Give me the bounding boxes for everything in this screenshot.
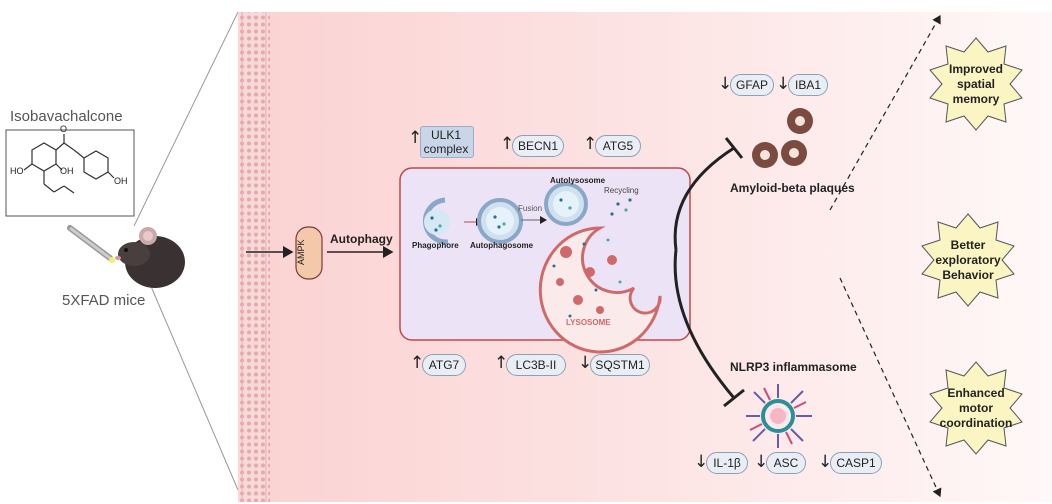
down-arrow-icon: ↓ [718,74,733,94]
zoom-line-bottom [149,283,239,491]
outcome-1-line2: spatial [956,77,995,91]
ampk-label: AMPK [296,239,306,265]
syringe-icon [67,225,115,263]
autophagosome-label: Autophagosome [470,241,534,250]
compound-structure-icon [23,134,115,194]
sqstm1-pill: SQSTM1 [590,354,650,376]
outcome-3-line2: motor [959,401,993,415]
outcome-2-line3: Behavior [942,268,994,282]
dashed-arrow-bottom [839,277,942,498]
iba1-pill: IBA1 [788,74,828,96]
outcome-star-1 [929,37,1023,131]
amyloid-plaque-icon [752,108,813,168]
up-arrow-icon: ↑ [500,134,515,154]
autophagy-label: Autophagy [330,232,393,246]
outcome-2-text: Better exploratory Behavior [924,238,1012,283]
dashed-arrow-top [829,14,941,211]
recycling-label: Recycling [604,186,639,195]
compound-o: O [60,124,68,134]
outcome-1-line3: memory [952,92,1000,106]
ulk1-label: ULK1 [430,128,462,142]
fusion-label: Fusion [518,204,543,213]
up-arrow-icon: ↑ [410,353,425,373]
casp1-pill: CASP1 [830,452,882,474]
mouse-label: 5XFAD mice [62,292,146,309]
phagophore-icon [423,197,450,245]
up-arrow-icon: ↑ [494,353,509,373]
outcome-2-line1: Better [950,238,986,252]
down-arrow-icon: ↓ [754,452,769,472]
mouse-icon [115,227,185,288]
autophagosome-icon [477,198,523,244]
phagophore-label: Phagophore [412,241,459,250]
il1b-pill: IL-1β [706,452,748,474]
inflammasome-label: NLRP3 inflammasome [730,360,857,374]
outcome-star-2 [921,213,1015,307]
outcome-3-line1: Enhanced [947,386,1005,400]
becn1-pill: BECN1 [512,135,564,157]
gfap-pill: GFAP [730,74,774,96]
inflammasome-icon [746,384,812,448]
up-arrow-icon: ↑ [408,128,423,148]
recycling-dots-icon [610,198,632,216]
outcome-star-3 [929,361,1023,455]
ulk1-label-line2: complex [423,142,469,156]
lysosome-icon [538,182,662,354]
lysosome-label: LYSOSOME [566,318,611,327]
plaques-label: Amyloid-beta plaques [730,181,855,195]
ulk1-complex-box [420,126,474,158]
outcome-3-text: Enhanced motor coordination [930,386,1022,431]
lc3b-pill: LC3B-II [506,354,566,376]
compound-ho-left: HO [10,166,24,176]
outcome-1-line1: Improved [948,62,1003,76]
asc-pill: ASC [766,452,806,474]
down-arrow-icon: ↓ [776,74,791,94]
ampk-pill [295,226,323,280]
inhibition-arc-top [673,146,735,251]
outcome-2-line2: exploratory [935,253,1001,267]
atg5-pill: ATG5 [595,135,641,157]
down-arrow-icon: ↓ [818,452,833,472]
autolysosome-label: Autolysosome [550,176,606,185]
compound-oh-right: OH [114,176,128,186]
outcome-1-text: Improved spatial memory [936,62,1016,107]
outcome-3-line3: coordination [939,416,1013,430]
inhibition-arc-bottom [673,249,736,399]
down-arrow-icon: ↓ [578,353,593,373]
compound-oh-mid: OH [60,166,74,176]
compound-structure-box [5,129,135,217]
zoom-line-top [133,11,239,227]
down-arrow-icon: ↓ [694,452,709,472]
atg7-pill: ATG7 [422,354,466,376]
compound-name: Isobavachalcone [10,108,123,125]
up-arrow-icon: ↑ [583,134,598,154]
